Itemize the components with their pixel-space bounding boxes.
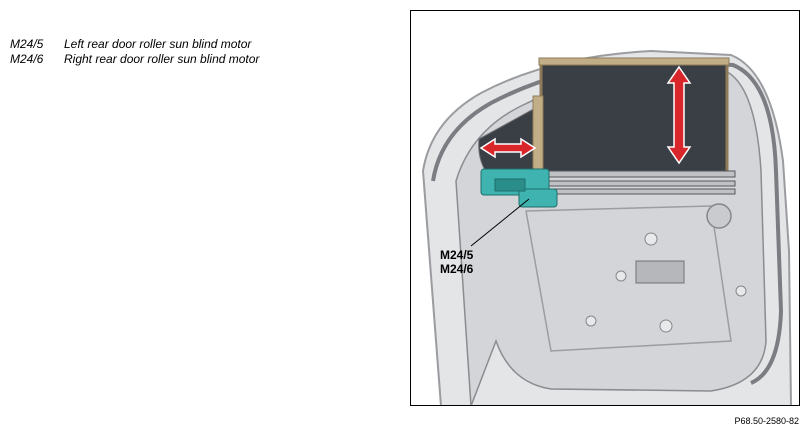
- legend-code: M24/5: [10, 37, 44, 51]
- callout-m24-5: M24/5: [440, 248, 474, 262]
- mount-hole: [735, 285, 747, 297]
- mount-hole: [659, 319, 673, 333]
- sun-blind-motor: [518, 188, 558, 208]
- window-regulator: [635, 260, 685, 284]
- blind-roller-rail: [548, 180, 736, 187]
- blind-roller-rail: [548, 188, 736, 195]
- mount-hole: [615, 270, 627, 282]
- legend-list: M24/5 Left rear door roller sun blind mo…: [10, 37, 259, 67]
- speaker-mount: [706, 203, 732, 229]
- mount-hole: [644, 232, 658, 246]
- legend-description: Left rear door roller sun blind motor: [64, 37, 252, 51]
- legend-code: M24/6: [10, 52, 44, 66]
- door-inner-frame: [525, 205, 732, 352]
- motor-gear: [494, 178, 526, 192]
- sun-blind-fabric: [539, 61, 729, 175]
- motor-callout-label: M24/5 M24/6: [440, 248, 473, 276]
- figure-reference-code: P68.50-2580-82: [734, 416, 799, 426]
- legend-description: Right rear door roller sun blind motor: [64, 52, 260, 66]
- vertical-movement-arrow: [666, 65, 692, 165]
- mount-hole: [585, 315, 597, 327]
- blind-roller-rail: [548, 170, 736, 178]
- legend-item-m24-6: M24/6 Right rear door roller sun blind m…: [10, 52, 259, 67]
- door-illustration-frame: M24/5 M24/6: [410, 10, 800, 406]
- horizontal-movement-arrow: [479, 137, 537, 159]
- legend-item-m24-5: M24/5 Left rear door roller sun blind mo…: [10, 37, 259, 52]
- callout-leader-line: [470, 198, 530, 247]
- blind-top-rail: [538, 57, 730, 66]
- rear-door-illustration: [421, 49, 792, 405]
- callout-m24-6: M24/6: [440, 262, 474, 276]
